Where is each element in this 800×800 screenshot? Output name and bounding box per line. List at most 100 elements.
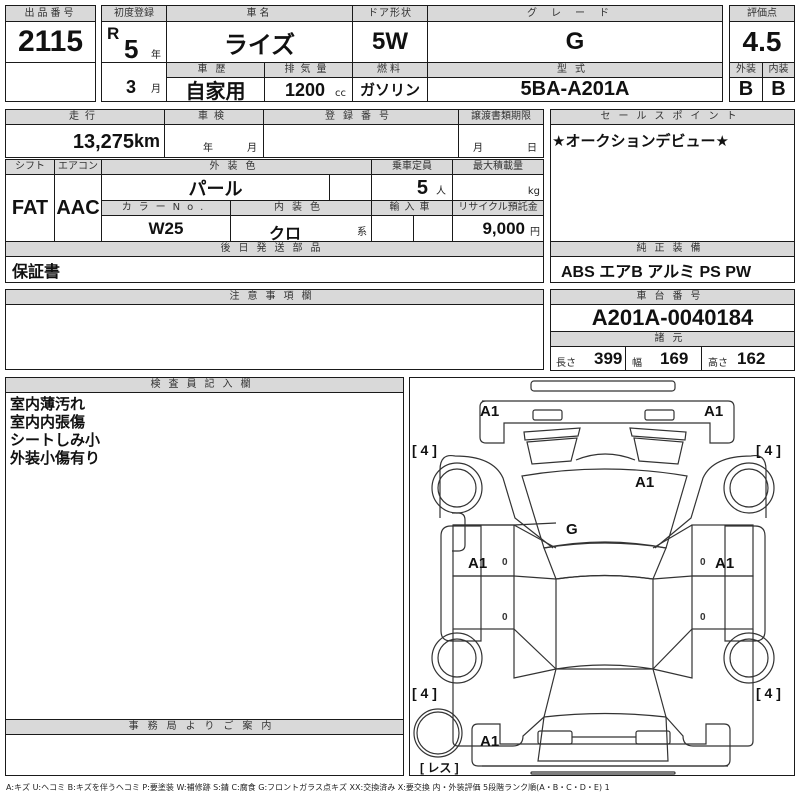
legend-text: A:キズ U:ヘコミ B:キズを伴うヘコミ P:要塗装 W:補修跡 S:錆 C:… (6, 783, 610, 792)
inspection-month-unit: 月 (247, 143, 257, 154)
aircon-value: AAC (54, 174, 102, 242)
model-code-header: 型式 (427, 62, 723, 78)
car-outline-icon: A1 A1 A1 G A1 A1 A1 [ 4 ] [ 4 ] [ 4 ] [ … (412, 380, 781, 775)
capacity-cell: 5 人 (371, 174, 453, 201)
capacity-value: 5 (416, 177, 428, 199)
transfer-deadline-header: 譲渡書類期限 (458, 109, 544, 125)
width-label: 幅 (632, 358, 642, 369)
tire-fl-mark: [ 4 ] (412, 442, 437, 458)
transfer-day-unit: 日 (527, 143, 537, 154)
width-cell: 幅 169 (625, 346, 702, 371)
mileage-header: 走行 (5, 109, 165, 125)
length-value: 399 (594, 349, 623, 368)
mark-right-front-door: A1 (715, 555, 734, 572)
era-letter: R (107, 24, 120, 43)
displacement-value: 1200 (285, 80, 326, 100)
shift-value: FAT (5, 174, 55, 242)
displacement-header: 排気量 (264, 62, 353, 78)
sales-point-value: ★オークションデビュー★ (552, 132, 729, 150)
first-registration-header: 初度登録 (101, 5, 167, 22)
recycle-cell: 9,000 円 (452, 215, 544, 242)
length-label: 長さ (556, 358, 576, 369)
inspector-line: シートしみ小 (10, 431, 101, 449)
interior-color-value: クロ (269, 226, 302, 243)
fuel-value: ガソリン (352, 77, 428, 102)
height-value: 162 (737, 349, 766, 368)
equipment-value: ABS エアB アルミ PS PW (550, 256, 795, 283)
door-mark: 0 (700, 612, 706, 623)
mark-rear-bumper: A1 (480, 733, 499, 750)
tire-rr-mark: [ 4 ] (756, 685, 781, 701)
capacity-unit: 人 (436, 186, 446, 197)
month-unit: 月 (151, 84, 161, 95)
exterior-color-header: 外装色 (101, 159, 372, 175)
mark-front-bumper-right: A1 (704, 403, 723, 420)
model-code-value: 5BA-A201A (427, 77, 723, 102)
recycle-value: 9,000 (482, 219, 525, 238)
door-type-value: 5W (352, 21, 428, 63)
first-registration-year-cell: R 5 年 (101, 21, 167, 64)
displacement-cell: 1200 cc (264, 77, 353, 102)
door-mark: 0 (700, 557, 706, 568)
inspection-header: 車検 (164, 109, 264, 125)
chassis-value: A201A-0040184 (550, 304, 795, 332)
specs-header: 諸元 (550, 331, 795, 347)
max-load-header: 最大積載量 (452, 159, 544, 175)
later-parts-value: 保証書 (5, 256, 544, 283)
interior-color-cell: クロ 系 (230, 215, 372, 243)
office-value (5, 734, 404, 776)
door-mark: 0 (502, 612, 508, 623)
grade-value: G (427, 21, 723, 63)
import-header: 輸入車 (371, 200, 453, 216)
registration-number-value (263, 124, 459, 158)
rating-value: 4.5 (729, 21, 795, 63)
height-cell: 高さ 162 (701, 346, 795, 371)
year-unit: 年 (151, 50, 161, 61)
mark-front-bumper-left: A1 (480, 403, 499, 420)
exterior-color-value: パール (101, 174, 330, 201)
inspector-line: 室内内張傷 (10, 413, 86, 431)
shift-header: シフト (5, 159, 55, 175)
office-header: 事務局よりご案内 (5, 719, 404, 735)
door-type-header: ドア形状 (352, 5, 428, 22)
inspection-cell: 年 月 (164, 124, 264, 158)
mark-windshield: G (566, 521, 578, 538)
interior-rating-header: 内装 (762, 62, 795, 78)
sales-point-header: セールスポイント (550, 109, 795, 125)
interior-color-unit: 系 (357, 227, 367, 238)
first-registration-month-cell: 3 月 (101, 62, 167, 102)
displacement-unit: cc (335, 88, 346, 99)
max-load-cell: kg (452, 174, 544, 201)
notes-header: 注意事項欄 (5, 289, 544, 305)
sales-point-cell: ★オークションデビュー★ (550, 124, 795, 242)
notes-value (5, 304, 544, 370)
max-load-unit: kg (527, 186, 540, 197)
color-no-header: カラーNo. (101, 200, 231, 216)
import-cell-left (371, 215, 414, 242)
mileage-cell: 13,275 km (5, 124, 165, 158)
grade-header: グレード (427, 5, 723, 22)
import-cell-right (413, 215, 453, 242)
chassis-header: 車台番号 (550, 289, 795, 305)
exterior-rating-header: 外装 (729, 62, 763, 78)
color-no-value: W25 (101, 215, 231, 242)
exterior-rating-value: B (729, 77, 763, 102)
later-parts-header: 後日発送部品 (5, 241, 544, 257)
interior-color-header: 内装色 (230, 200, 372, 216)
lot-number-value: 2115 (5, 21, 96, 63)
registration-number-header: 登録番号 (263, 109, 459, 125)
tire-fr-mark: [ 4 ] (756, 442, 781, 458)
height-label: 高さ (708, 358, 728, 369)
inspector-line: 室内薄汚れ (10, 395, 86, 413)
rating-header: 評価点 (729, 5, 795, 22)
lot-number-blank (5, 62, 96, 102)
car-name-header: 車名 (166, 5, 353, 22)
interior-rating-value: B (762, 77, 795, 102)
equipment-header: 純正装備 (550, 241, 795, 257)
mark-left-front-door: A1 (468, 555, 487, 572)
registration-year: 5 (124, 34, 139, 64)
door-mark: 0 (502, 557, 508, 568)
aircon-header: エアコン (54, 159, 102, 175)
inspector-header: 検査員記入欄 (5, 377, 404, 393)
transfer-month-unit: 月 (473, 143, 483, 154)
